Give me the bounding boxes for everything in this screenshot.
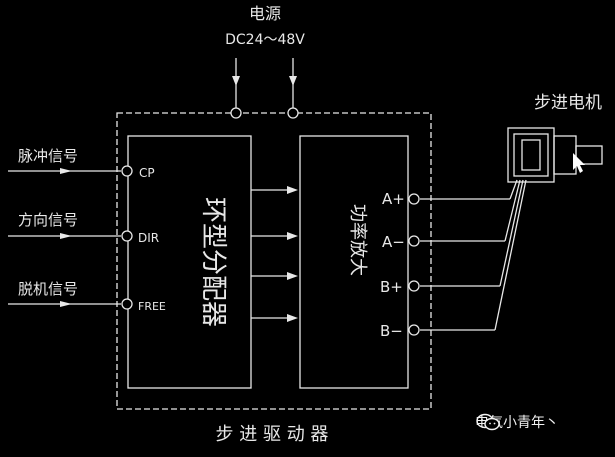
a-plus-terminal [408, 193, 420, 205]
power-voltage: DC24～48V [225, 32, 305, 48]
cp-label: CP [139, 166, 155, 180]
b-minus-terminal [408, 324, 420, 336]
a-minus-terminal [408, 235, 420, 247]
driver-outline [116, 112, 432, 410]
power-terminal-1 [230, 107, 242, 119]
offline-signal-label: 脱机信号 [18, 280, 78, 298]
free-label: FREE [138, 300, 166, 313]
direction-signal-label: 方向信号 [18, 211, 78, 229]
dir-terminal [121, 230, 133, 242]
output-a-plus: A+ [382, 190, 405, 208]
watermark: 电气小青年丶 [475, 412, 559, 432]
dir-label: DIR [138, 231, 159, 245]
motor-label: 步进电机 [534, 93, 602, 113]
distributor-block [127, 135, 252, 389]
wechat-icon [476, 413, 500, 431]
driver-label: 步 进 驱 动 器 [216, 424, 329, 445]
free-terminal [121, 298, 133, 310]
power-title: 电源 [249, 4, 281, 23]
output-b-plus: B+ [380, 278, 403, 296]
cursor-icon [573, 153, 585, 173]
power-terminal-2 [287, 107, 299, 119]
distributor-label: 环型分配器 [198, 197, 228, 327]
pulse-signal-label: 脉冲信号 [18, 147, 78, 165]
amplifier-block [299, 135, 409, 389]
amplifier-label: 功率放大 [347, 204, 368, 276]
output-a-minus: A− [382, 233, 405, 251]
stepper-motor-icon [507, 127, 603, 183]
cp-terminal [121, 165, 133, 177]
arrowheads [60, 76, 298, 322]
output-b-minus: B− [380, 322, 403, 340]
b-plus-terminal [408, 280, 420, 292]
